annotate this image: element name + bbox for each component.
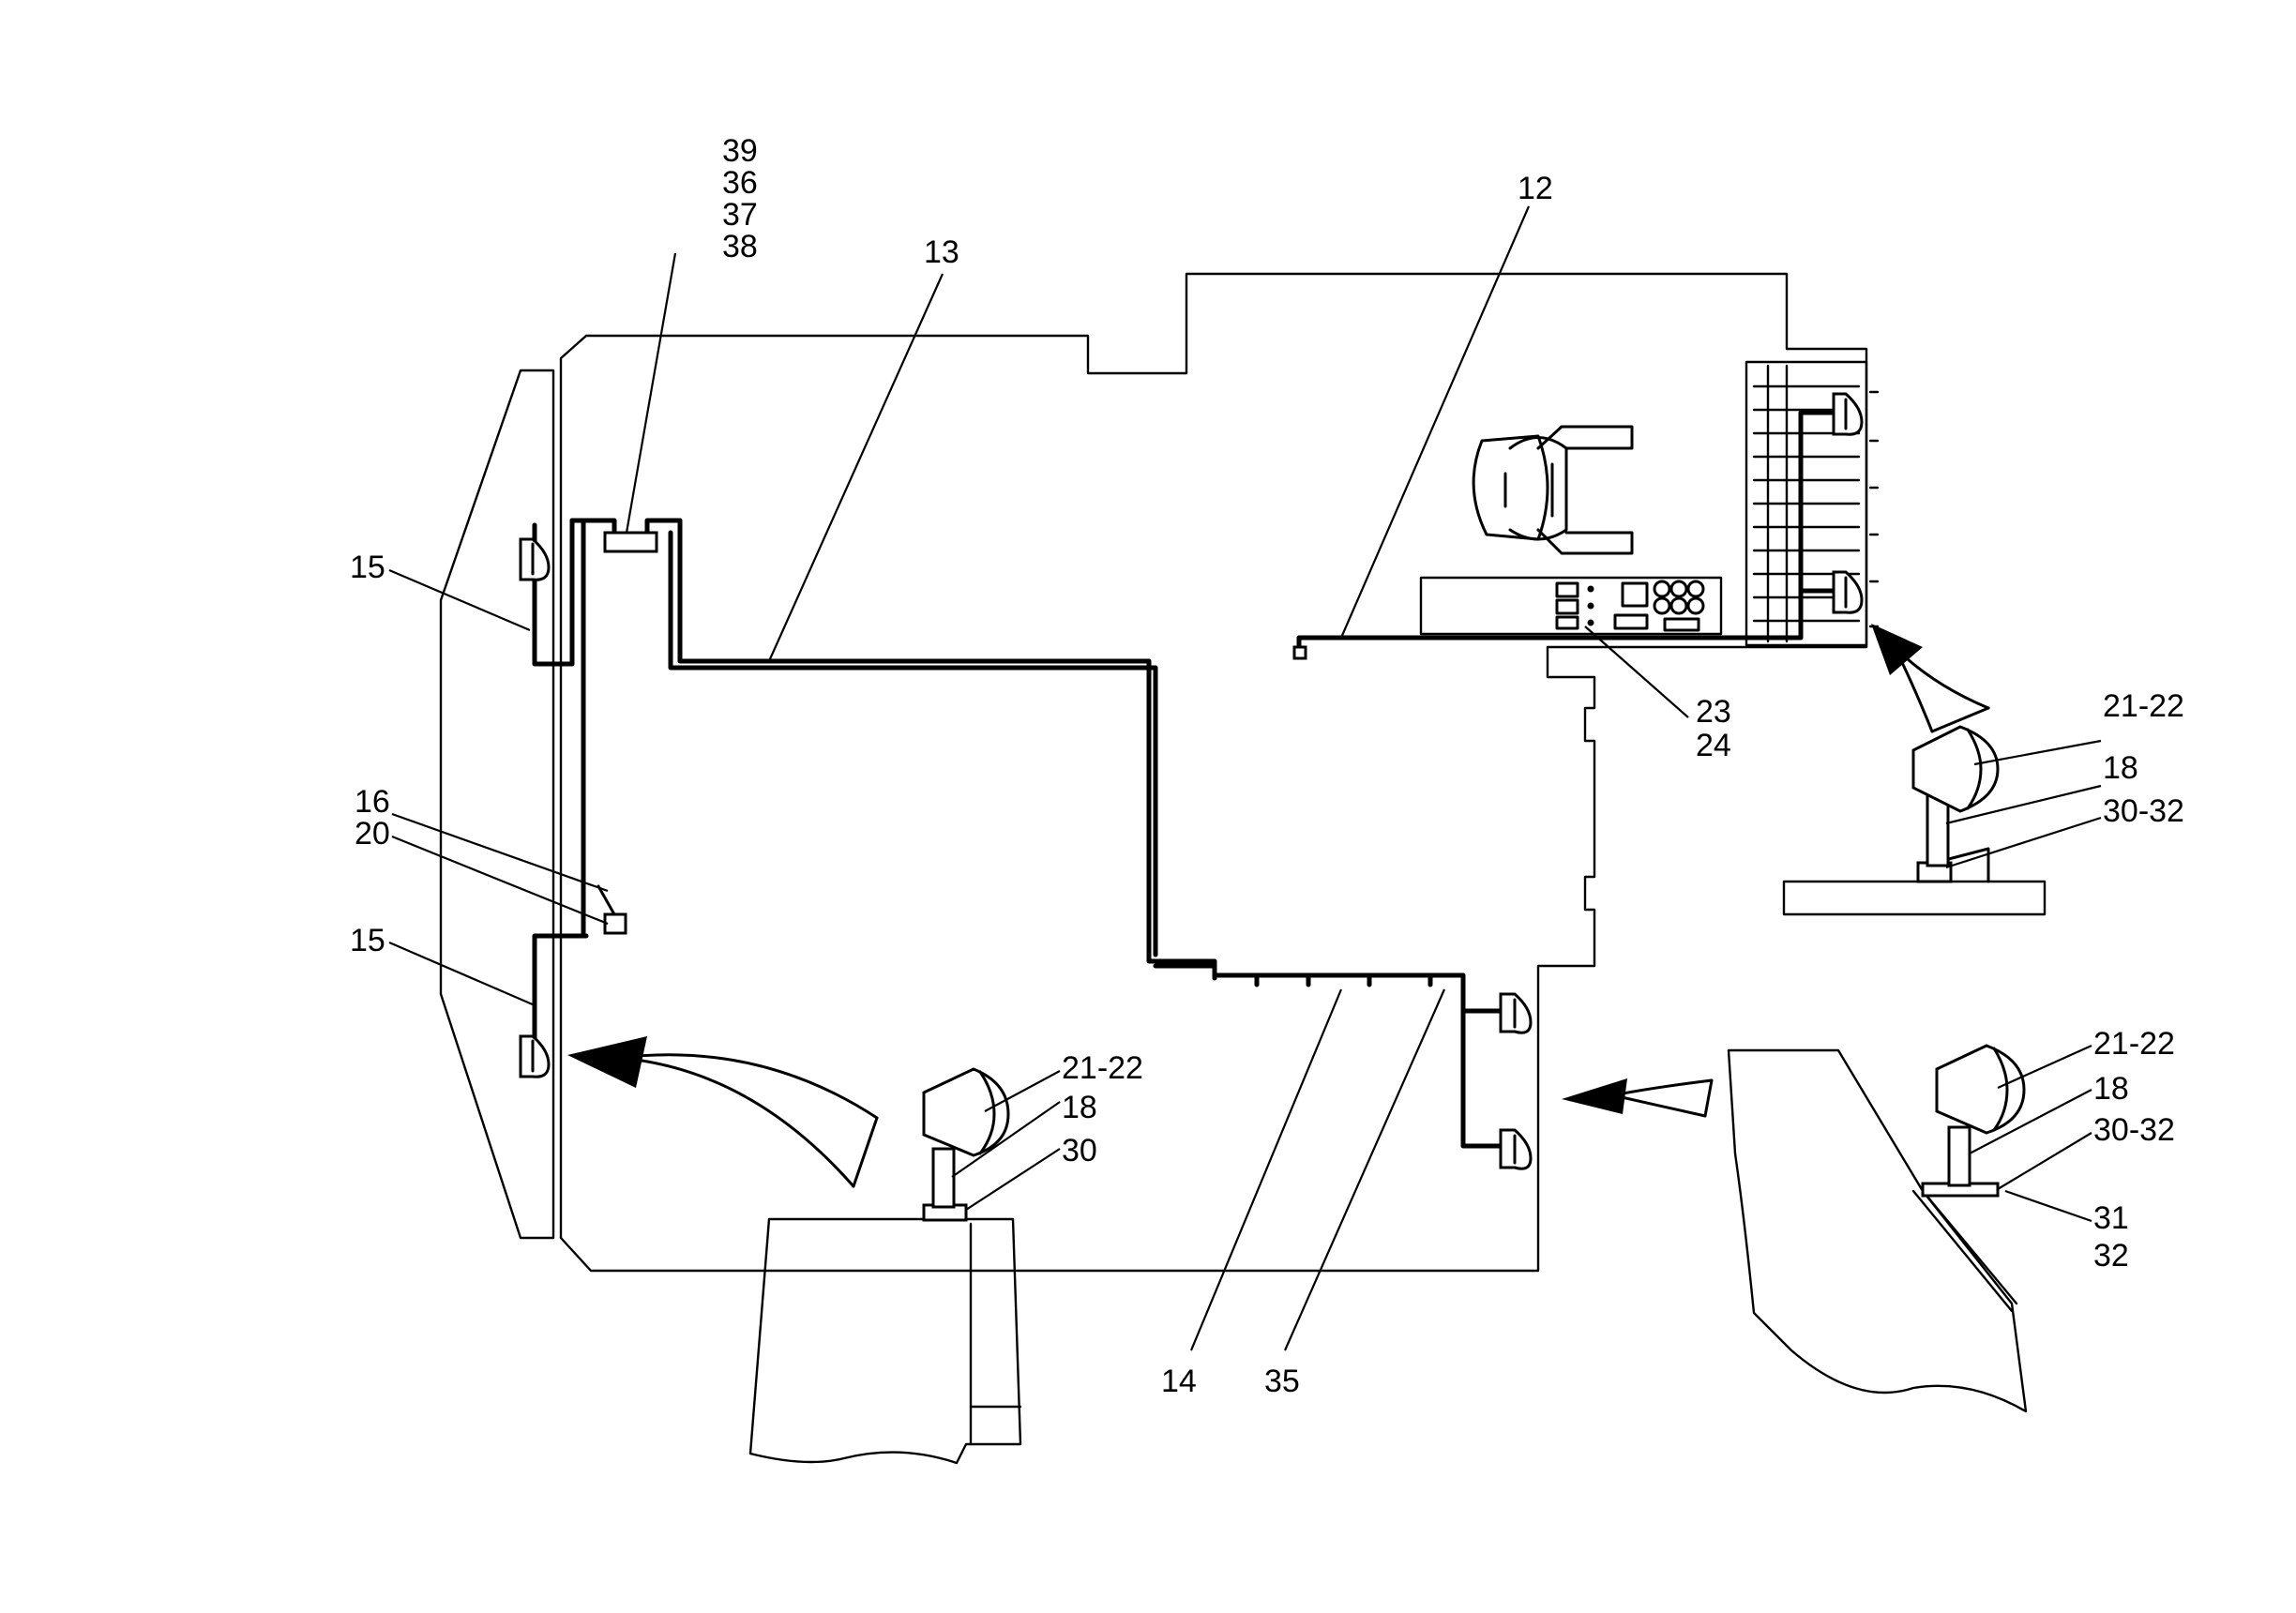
lamp-rear-upper <box>1832 392 1864 436</box>
callout-br-mount: 30-32 <box>2093 1112 2175 1148</box>
callout-15-lower: 15 <box>350 923 385 958</box>
callout-labels: 39 36 37 38 13 12 15 16 20 15 23 24 14 3… <box>350 133 2184 1399</box>
grille-dashes <box>1868 390 1880 628</box>
callout-br-post: 18 <box>2093 1071 2129 1107</box>
callout-bl-post: 18 <box>1062 1090 1097 1125</box>
junction-box-36-39 <box>603 531 658 553</box>
switch-16-20 <box>597 884 627 935</box>
callout-14: 14 <box>1161 1364 1197 1399</box>
callout-12: 12 <box>1518 171 1553 206</box>
lamp-side-upper <box>1499 992 1533 1034</box>
callout-24: 24 <box>1696 728 1731 763</box>
arrow-to-side-lamp <box>1562 1078 1714 1118</box>
harness-14 <box>1153 963 1503 1149</box>
callout-13: 13 <box>924 234 959 270</box>
callout-37: 37 <box>722 197 758 233</box>
callout-tr-lamp: 21-22 <box>2103 688 2184 724</box>
callout-br-lamp: 21-22 <box>2093 1026 2175 1062</box>
lamp-rear-lower <box>1832 570 1864 614</box>
callout-tr-post: 18 <box>2103 750 2138 786</box>
harness-12 <box>1296 410 1836 655</box>
callout-15-upper: 15 <box>350 550 385 585</box>
hull-outline <box>439 272 1868 1273</box>
callout-23: 23 <box>1696 694 1731 730</box>
callout-39: 39 <box>722 133 758 169</box>
leader-lines <box>388 205 2102 1351</box>
callout-38: 38 <box>722 229 758 264</box>
callout-16: 16 <box>355 784 390 820</box>
callout-35: 35 <box>1264 1364 1300 1399</box>
arrow-to-left-lamp <box>567 1036 879 1188</box>
control-panel <box>1419 576 1723 636</box>
arrow-to-rear-lamp <box>1871 624 1990 733</box>
operator-seat <box>1472 425 1634 555</box>
callout-36: 36 <box>722 165 758 201</box>
lamp-side-lower <box>1499 1128 1533 1170</box>
lamp-left-upper <box>519 537 551 581</box>
callout-20: 20 <box>355 816 390 852</box>
inset-bottom-left <box>748 1067 1022 1465</box>
grille-slats <box>1752 364 1861 643</box>
callout-br-bracket-32: 32 <box>2093 1238 2129 1274</box>
callout-bl-mount: 30 <box>1062 1133 1097 1168</box>
lamp-left-lower <box>519 1034 551 1078</box>
inset-bottom-right <box>1727 1044 2028 1413</box>
harness-15-lower <box>532 933 586 1044</box>
callout-tr-mount: 30-32 <box>2103 793 2184 829</box>
callout-bl-lamp: 21-22 <box>1062 1050 1143 1086</box>
harness-13 <box>532 518 1217 981</box>
callout-br-bracket-31: 31 <box>2093 1200 2129 1236</box>
connector-12 <box>1292 645 1307 660</box>
inset-top-right <box>1782 725 2047 916</box>
